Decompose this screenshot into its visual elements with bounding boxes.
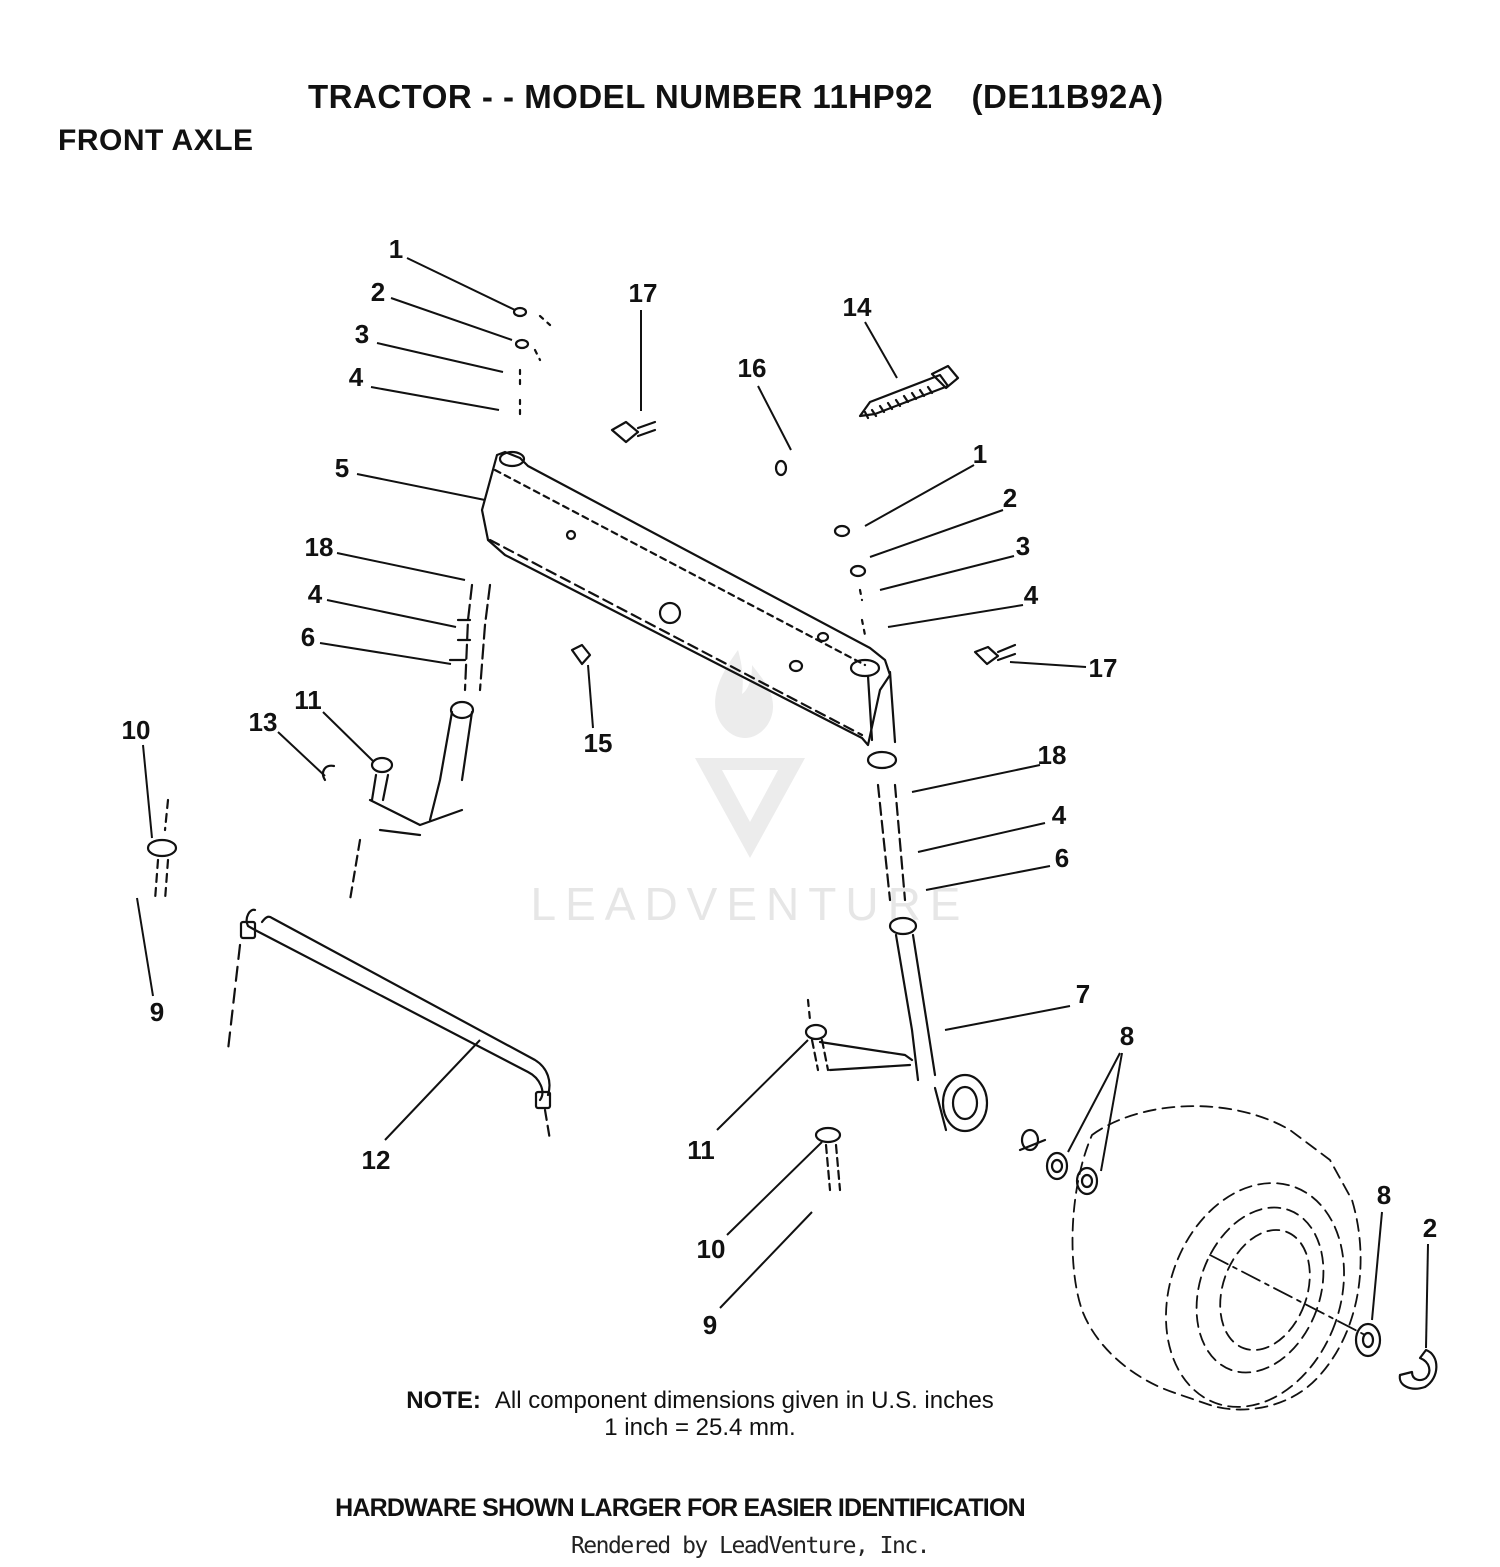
callout-label: 1 (389, 234, 403, 264)
hardware (146, 306, 1438, 1390)
callout-label: 17 (1089, 653, 1118, 683)
watermark: LEADVENTURE (531, 650, 960, 930)
wheel-tire (1071, 1105, 1366, 1411)
callout-label: 4 (349, 362, 364, 392)
callout-label: 6 (1055, 843, 1069, 873)
callout-label: 2 (371, 277, 385, 307)
callout-label: 18 (1038, 740, 1067, 770)
callout-label: 9 (703, 1310, 717, 1340)
section-title: FRONT AXLE (58, 124, 254, 157)
callout-label: 3 (1016, 531, 1030, 561)
callout-label: 2 (1003, 483, 1017, 513)
callout-label: 2 (1423, 1213, 1437, 1243)
note: NOTE: All component dimensions given in U… (0, 1387, 1400, 1441)
note-line-1: All component dimensions given in U.S. i… (494, 1387, 994, 1414)
callout-label: 11 (294, 685, 322, 715)
leader-lines (136, 257, 1429, 1349)
callout-label: 14 (843, 292, 872, 322)
left-spindle (348, 583, 492, 902)
callout-label: 17 (629, 278, 658, 308)
callout-label: 3 (355, 319, 369, 349)
callout-label: 10 (122, 715, 151, 745)
right-spindle (818, 783, 1047, 1152)
page-title: TRACTOR - - MODEL NUMBER 11HP92 (DE11B92… (308, 78, 1164, 115)
callout-label: 7 (1076, 979, 1090, 1009)
callout-label: 5 (335, 453, 349, 483)
callout-label: 4 (308, 579, 323, 609)
leadventure-logo-icon (695, 650, 805, 858)
callout-label: 16 (738, 353, 767, 383)
note-label: NOTE: (406, 1387, 481, 1414)
callout-label: 15 (584, 728, 613, 758)
footer-hardware-note: HARDWARE SHOWN LARGER FOR EASIER IDENTIF… (335, 1494, 1026, 1522)
callout-label: 1 (973, 439, 987, 469)
rendered-by: Rendered by LeadVenture, Inc. (570, 1533, 931, 1559)
callout-label: 4 (1052, 800, 1067, 830)
callout-label: 12 (362, 1145, 391, 1175)
callout-label: 18 (305, 532, 334, 562)
callout-label: 8 (1377, 1180, 1391, 1210)
callout-label: 9 (150, 997, 164, 1027)
callout-label: 6 (301, 622, 315, 652)
callout-label: 10 (697, 1234, 726, 1264)
callout-labels: 1 2 3 4 5 18 4 6 17 16 14 1 2 3 4 17 15 … (122, 234, 1438, 1340)
callout-label: 4 (1024, 580, 1039, 610)
callout-label: 11 (687, 1135, 715, 1165)
callout-label: 8 (1120, 1021, 1134, 1051)
tie-rod (226, 908, 552, 1142)
callout-label: 13 (249, 707, 278, 737)
note-line-2: 1 inch = 25.4 mm. (604, 1414, 796, 1441)
front-axle-beam (480, 450, 898, 770)
